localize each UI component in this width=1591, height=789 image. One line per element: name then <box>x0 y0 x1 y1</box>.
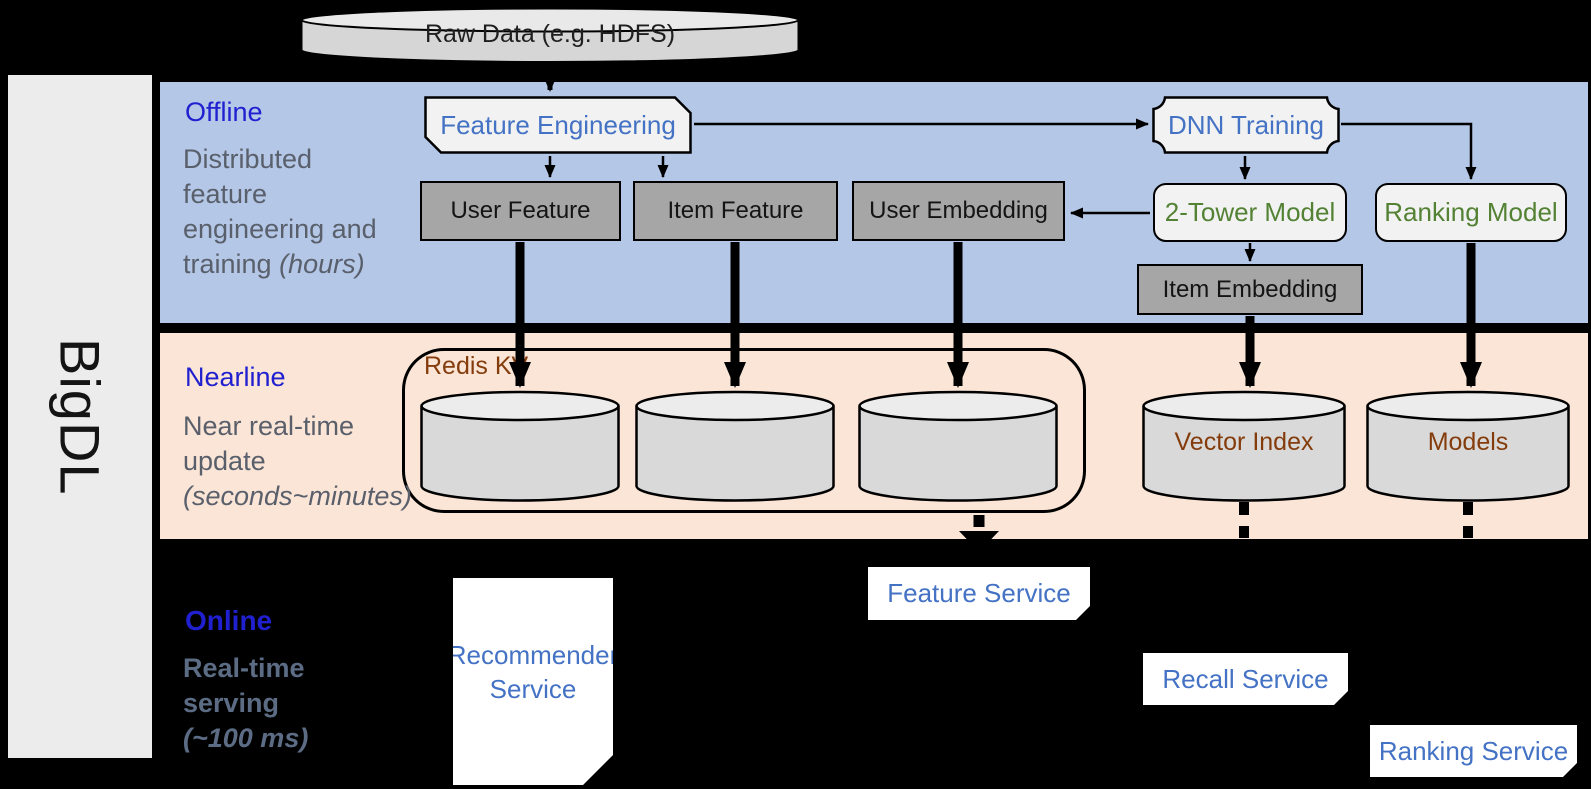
offline-description-note: (hours) <box>279 249 365 279</box>
raw-data-label: Raw Data (e.g. HDFS) <box>424 20 676 48</box>
bigdl-sidebar: BigDL <box>8 75 152 758</box>
recommender-service-node: Recommender Service <box>453 578 613 785</box>
cylinder-shape-icon <box>1366 390 1570 502</box>
ranking-model-label: Ranking Model <box>1384 197 1558 227</box>
online-section-title: Online <box>185 605 273 636</box>
vector-index-cylinder: Vector Index <box>1142 390 1346 502</box>
redis-kv-container <box>402 348 1086 513</box>
recall-service-node: Recall Service <box>1143 653 1348 705</box>
redis-store-cylinder-1 <box>420 390 620 502</box>
two-tower-model-label: 2-Tower Model <box>1164 197 1336 227</box>
feature-service-node: Feature Service <box>868 567 1090 620</box>
cylinder-shape-icon <box>858 390 1058 502</box>
plaque-shape-icon <box>1152 96 1340 154</box>
redis-kv-label: Redis KV <box>424 352 529 380</box>
item-feature-label: Item Feature <box>667 197 804 224</box>
card-shape-icon <box>424 96 692 154</box>
nearline-section-title: Nearline <box>185 362 286 392</box>
user-feature-node: User Feature <box>420 181 621 241</box>
online-description-text: Real-time serving <box>183 653 305 718</box>
dnn-training-node: DNN Training <box>1152 96 1340 154</box>
two-tower-model-node: 2-Tower Model <box>1153 183 1347 242</box>
offline-section-title: Offline <box>185 97 263 127</box>
redis-store-cylinder-3 <box>858 390 1058 502</box>
item-feature-node: Item Feature <box>633 181 838 241</box>
recall-service-label: Recall Service <box>1162 663 1329 694</box>
models-label: Models <box>1427 428 1509 456</box>
ranking-service-node: Ranking Service <box>1370 725 1577 777</box>
feature-engineering-label: Feature Engineering <box>440 109 676 140</box>
raw-data-store: Raw Data (e.g. HDFS) <box>300 6 800 64</box>
user-embedding-node: User Embedding <box>852 181 1065 241</box>
feature-service-label: Feature Service <box>887 578 1071 608</box>
feature-engineering-node: Feature Engineering <box>424 96 692 154</box>
folded-corner-icon <box>1076 606 1090 620</box>
user-embedding-label: User Embedding <box>869 197 1048 224</box>
offline-section-description: Distributed feature engineering and trai… <box>183 142 403 282</box>
nearline-description-text: Near real-time update <box>183 411 355 476</box>
ranking-model-node: Ranking Model <box>1375 183 1567 242</box>
nearline-section-description: Near real-time update (seconds~minutes) <box>183 409 435 514</box>
vector-index-label: Vector Index <box>1174 428 1314 456</box>
bigdl-logo-text: BigDL <box>48 337 112 496</box>
ranking-service-label: Ranking Service <box>1378 735 1569 766</box>
online-description-note: (~100 ms) <box>183 723 309 753</box>
user-feature-label: User Feature <box>450 197 591 224</box>
models-cylinder: Models <box>1366 390 1570 502</box>
recommender-service-label: Recommender Service <box>447 639 619 704</box>
cylinder-shape-icon <box>300 7 800 63</box>
nearline-description-note: (seconds~minutes) <box>183 481 412 511</box>
cylinder-shape-icon <box>1142 390 1346 502</box>
redis-store-cylinder-2 <box>635 390 835 502</box>
folded-corner-icon <box>1334 691 1348 705</box>
item-embedding-label: Item Embedding <box>1162 275 1338 303</box>
cylinder-shape-icon <box>635 390 835 502</box>
cylinder-shape-icon <box>420 390 620 502</box>
item-embedding-node: Item Embedding <box>1137 264 1363 315</box>
dnn-training-label: DNN Training <box>1167 109 1325 140</box>
offline-description-text: Distributed feature engineering and trai… <box>183 144 377 279</box>
folded-corner-icon <box>583 755 613 785</box>
online-section-description: Real-time serving (~100 ms) <box>183 651 343 756</box>
